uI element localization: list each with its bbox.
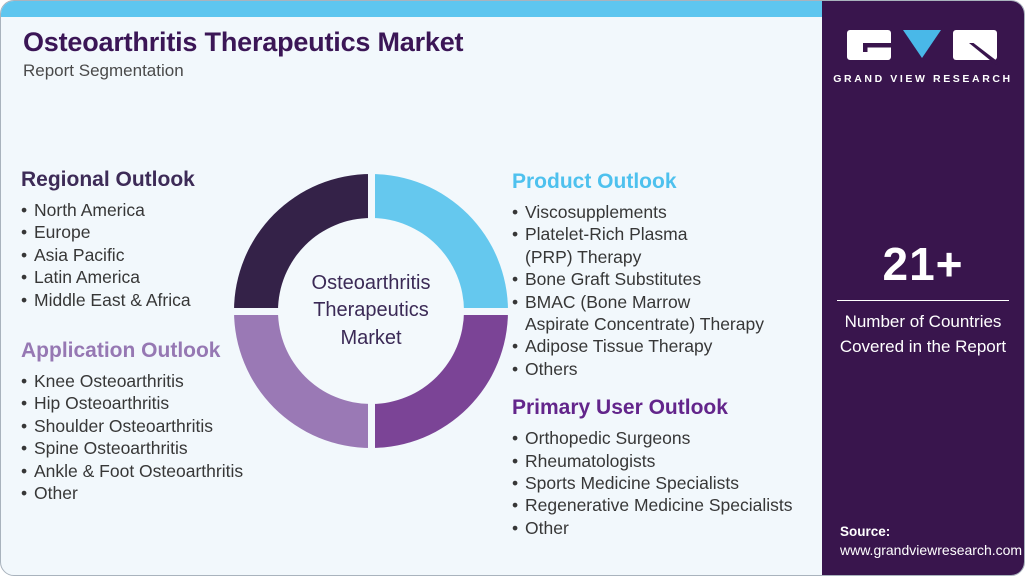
regional-list: North America Europe Asia Pacific Latin … — [21, 199, 249, 311]
right-column: Product Outlook Viscosupplements Platele… — [512, 170, 824, 540]
list-item: Regenerative Medicine Specialists — [512, 494, 824, 517]
section-title-regional: Regional Outlook — [21, 168, 195, 191]
list-item: Hip Osteoarthritis — [21, 392, 249, 415]
top-accent-bar — [1, 1, 824, 17]
list-item: Viscosupplements — [512, 201, 824, 224]
section-product-outlook: Product Outlook Viscosupplements Platele… — [512, 170, 824, 381]
list-item: Spine Osteoarthritis — [21, 437, 249, 460]
stat-label: Number of Countries Covered in the Repor… — [839, 312, 1007, 356]
section-title-primary-user: Primary User Outlook — [512, 396, 728, 420]
segmentation-donut-chart: Osteoarthritis Therapeutics Market — [234, 174, 508, 448]
section-title-product: Product Outlook — [512, 170, 677, 193]
list-item: North America — [21, 199, 249, 222]
countries-stat: 21+ Number of Countries Covered in the R… — [822, 237, 1024, 359]
source-block: Source: www.grandviewresearch.com — [840, 524, 1022, 558]
list-item: Other — [512, 517, 824, 540]
brand-logo: GRAND VIEW RESEARCH — [822, 29, 1024, 85]
donut-center-label: Osteoarthritis Therapeutics Market — [311, 271, 431, 349]
application-list: Knee Osteoarthritis Hip Osteoarthritis S… — [21, 370, 249, 505]
gvr-logo-icon — [847, 30, 999, 65]
product-list: Viscosupplements Platelet-Rich Plasma (P… — [512, 201, 824, 381]
list-item: Middle East & Africa — [21, 289, 249, 312]
list-item: Asia Pacific — [21, 244, 249, 267]
page-title: Osteoarthritis Therapeutics Market — [23, 27, 464, 57]
list-item: BMAC (Bone Marrow Aspirate Concentrate) … — [512, 291, 824, 336]
list-item: Rheumatologists — [512, 450, 824, 473]
brand-name: GRAND VIEW RESEARCH — [833, 73, 1013, 85]
list-item: Latin America — [21, 266, 249, 289]
stat-value: 21+ — [882, 238, 964, 290]
list-item: Shoulder Osteoarthritis — [21, 415, 249, 438]
list-item: Orthopedic Surgeons — [512, 427, 824, 450]
donut-hole: Osteoarthritis Therapeutics Market — [278, 218, 464, 404]
section-regional-outlook: Regional Outlook North America Europe As… — [21, 168, 249, 311]
section-application-outlook: Application Outlook Knee Osteoarthritis … — [21, 339, 249, 505]
list-item: Platelet-Rich Plasma (PRP) Therapy — [512, 223, 824, 268]
list-item: Europe — [21, 221, 249, 244]
section-primary-user-outlook: Primary User Outlook Orthopedic Surgeons… — [512, 396, 824, 539]
brand-sidebar: GRAND VIEW RESEARCH 21+ Number of Countr… — [822, 1, 1024, 575]
source-url: www.grandviewresearch.com — [840, 542, 1023, 558]
section-title-application: Application Outlook — [21, 339, 221, 363]
list-item: Others — [512, 358, 824, 381]
page-subtitle: Report Segmentation — [23, 61, 184, 80]
list-item: Adipose Tissue Therapy — [512, 335, 824, 358]
list-item: Knee Osteoarthritis — [21, 370, 249, 393]
list-item: Other — [21, 482, 249, 505]
list-item: Ankle & Foot Osteoarthritis — [21, 460, 249, 483]
left-column: Regional Outlook North America Europe As… — [21, 168, 249, 505]
list-item: Sports Medicine Specialists — [512, 472, 824, 495]
stat-divider — [837, 300, 1009, 301]
source-label: Source: — [840, 524, 891, 539]
primary-user-list: Orthopedic Surgeons Rheumatologists Spor… — [512, 427, 824, 539]
list-item: Bone Graft Substitutes — [512, 268, 824, 291]
